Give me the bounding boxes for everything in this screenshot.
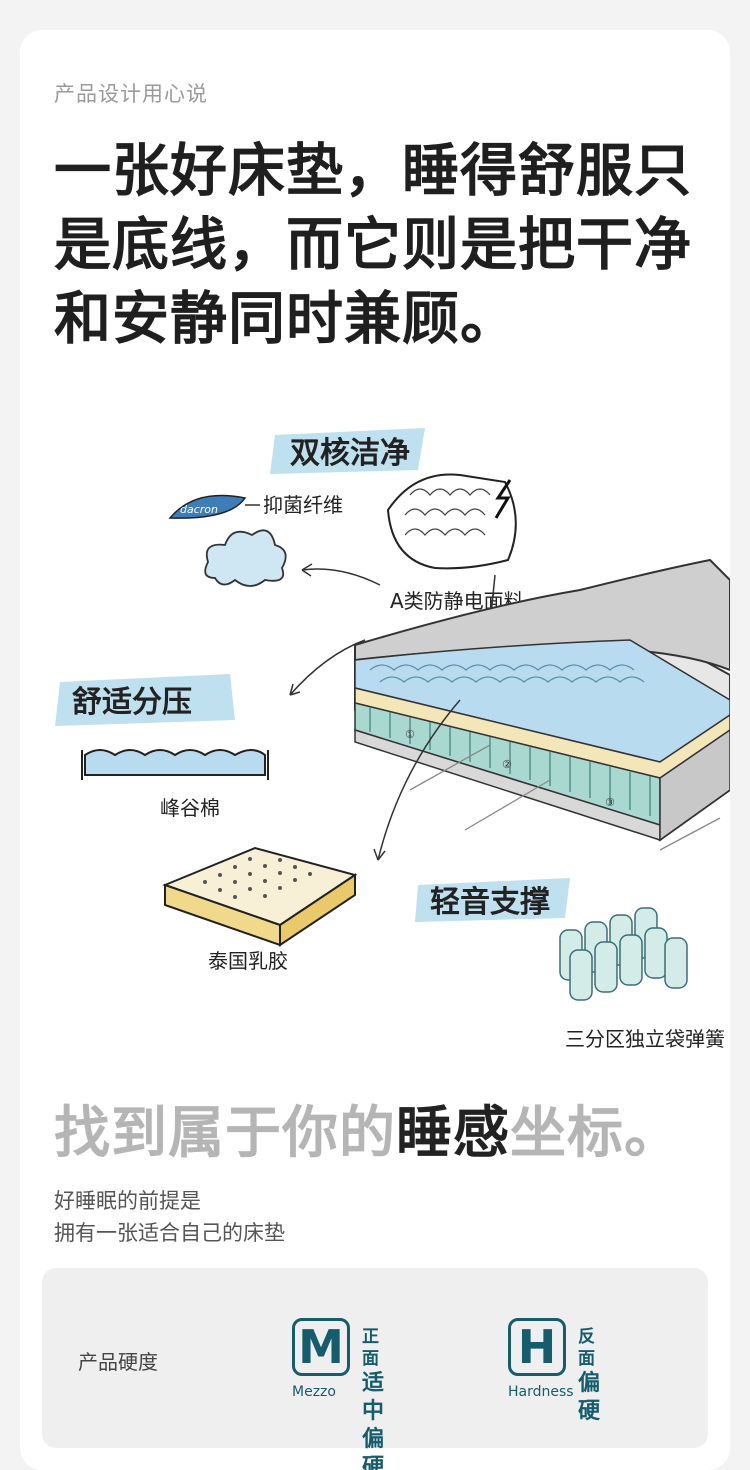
tag-clean: 双核洁净 xyxy=(270,428,425,474)
mattress-cutaway: ① ② ③ xyxy=(354,558,730,851)
foam-layer-icon xyxy=(81,749,269,780)
dacron-logo: dacron xyxy=(168,494,247,519)
tag-pressure-text: 舒适分压 xyxy=(72,685,192,720)
sleep-subtitle: 好睡眠的前提是 拥有一张适合自己的床垫 xyxy=(54,1189,285,1245)
fabric-pad-icon xyxy=(386,473,517,570)
svg-text:dacron: dacron xyxy=(180,503,218,516)
letter-h-icon: H xyxy=(508,1318,566,1376)
hardness-badge-front: M 正面 适中偏硬 Mezzo xyxy=(292,1318,385,1470)
hardness-label: 产品硬度 xyxy=(78,1350,158,1374)
cloud-icon xyxy=(204,529,287,587)
label-springs: 三分区独立袋弹簧 xyxy=(565,1027,725,1051)
content-card: 产品设计用心说 一张好床垫，睡得舒服只是底线，而它则是把干净和安静同时兼顾。 双… xyxy=(20,30,730,1470)
tag-clean-text: 双核洁净 xyxy=(290,436,410,471)
label-fiber: 抑菌纤维 xyxy=(263,493,343,517)
hardness-badge-back: H 反面 偏硬 Hardness xyxy=(508,1318,601,1424)
tag-pressure: 舒适分压 xyxy=(55,674,235,726)
tag-support: 轻音支撑 xyxy=(415,878,570,922)
letter-m-icon: M xyxy=(292,1318,350,1376)
sleep-coordinate-heading: 找到属于你的睡感坐标。 xyxy=(54,1101,681,1166)
layer-mark-1: ① xyxy=(405,728,415,741)
tag-support-text: 轻音支撑 xyxy=(430,885,550,920)
headline: 一张好床垫，睡得舒服只是底线，而它则是把干净和安静同时兼顾。 xyxy=(54,138,692,352)
latex-block-icon xyxy=(162,846,358,947)
label-latex: 泰国乳胶 xyxy=(208,949,288,973)
springs-icon xyxy=(559,907,688,1001)
layer-mark-3: ③ xyxy=(605,796,615,809)
label-foam: 峰谷棉 xyxy=(160,796,220,820)
mattress-illustration: 双核洁净 dacron 抑菌纤维 A类防静电面料 xyxy=(55,428,730,1051)
layer-mark-2: ② xyxy=(502,758,512,771)
section-eyebrow: 产品设计用心说 xyxy=(54,82,208,106)
hardness-panel: 产品硬度 M 正面 适中偏硬 Mezzo H 反面 偏硬 Hardness xyxy=(42,1268,708,1470)
